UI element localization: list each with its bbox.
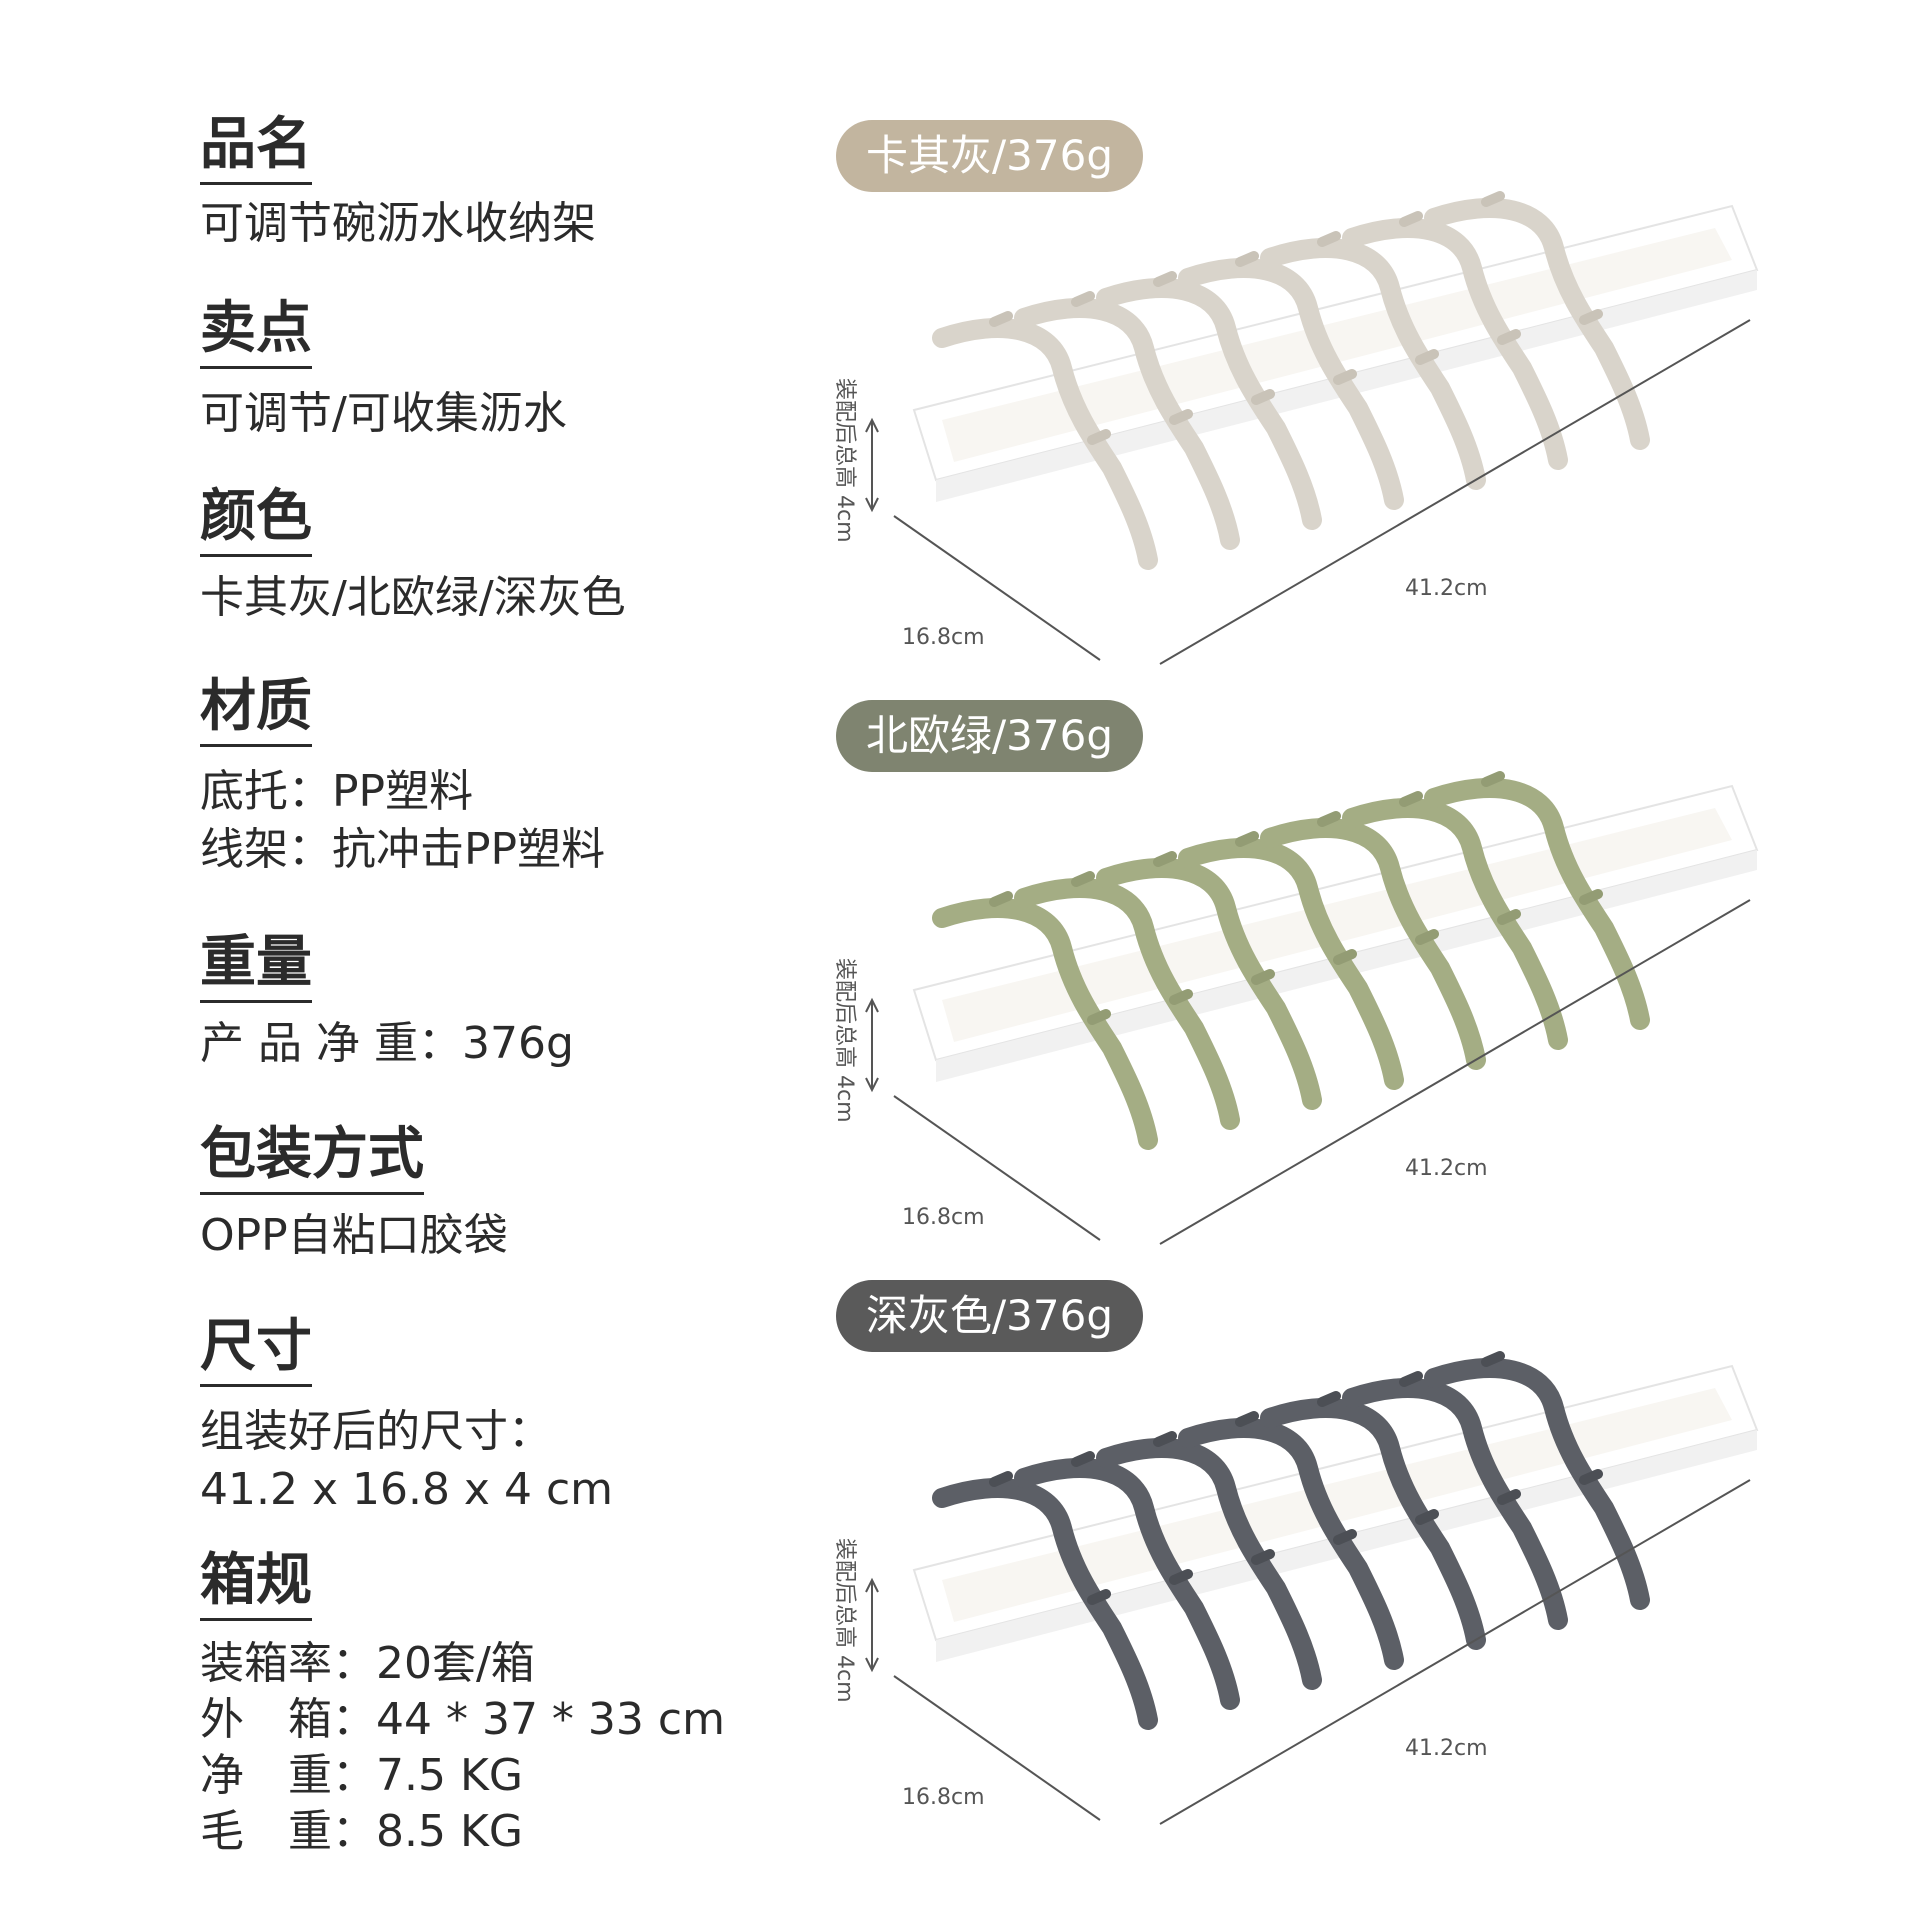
product-variant-khaki: 卡其灰/376g 装配后总高 4cm 16.8cm 41.2cm <box>820 120 1820 720</box>
spec-heading-packaging: 包装方式 <box>200 1122 424 1195</box>
rack-wire <box>932 1478 1158 1730</box>
rack-wire-hook <box>989 311 1111 445</box>
rack-wire <box>1178 258 1404 510</box>
length-label: 41.2cm <box>1405 1156 1488 1181</box>
rack-wire <box>1096 278 1322 530</box>
rack-wire <box>1096 1438 1322 1690</box>
product-variant-dark-gray: 深灰色/376g 装配后总高 4cm 16.8cm 41.2cm <box>820 1280 1820 1880</box>
rack-wire-hook <box>1071 871 1193 1005</box>
width-label: 16.8cm <box>902 625 985 650</box>
spec-heading-selling-points: 卖点 <box>200 296 312 369</box>
spec-heading-carton: 箱规 <box>200 1548 312 1621</box>
rack-wire <box>1260 1398 1486 1650</box>
rack-wire-hook <box>1071 1451 1193 1585</box>
rack-wire <box>1178 838 1404 1090</box>
tray-floor <box>942 1388 1732 1622</box>
rack-wire-hook <box>1399 791 1521 925</box>
tray-floor <box>942 228 1732 462</box>
dish-rack-illustration-khaki: 装配后总高 4cm 16.8cm 41.2cm <box>832 191 1759 665</box>
rack-wire-hook <box>1317 231 1439 365</box>
rack-wires <box>932 771 1650 1150</box>
tray-floor <box>942 808 1732 1042</box>
spec-value-material-rack: 线架：抗冲击PP塑料 <box>200 824 606 875</box>
spec-value-packaging: OPP自粘口胶袋 <box>200 1210 508 1261</box>
rack-wire <box>1014 1458 1240 1710</box>
spec-value-carton-qty: 装箱率：20套/箱 <box>200 1638 535 1689</box>
spec-value-size-label: 组装好后的尺寸： <box>200 1406 552 1457</box>
height-label: 装配后总高 4cm <box>832 958 857 1123</box>
rack-wire-hook <box>1153 851 1275 985</box>
spec-value-material-base: 底托：PP塑料 <box>200 766 474 817</box>
width-dimension: 16.8cm <box>893 1675 1101 1821</box>
rack-wires <box>932 191 1650 570</box>
rack-wires <box>932 1351 1650 1730</box>
spec-value-name: 可调节碗沥水收纳架 <box>200 198 596 249</box>
rack-wire-hook <box>1399 211 1521 345</box>
rack-wire-hook <box>1071 291 1193 425</box>
rack-wire <box>932 318 1158 570</box>
rack-wire <box>1178 1418 1404 1670</box>
rack-wire <box>1424 198 1650 450</box>
rack-wire <box>1342 798 1568 1050</box>
product-variant-green: 北欧绿/376g 装配后总高 4cm 16.8cm 41.2cm <box>820 700 1820 1300</box>
spec-value-size-dims: 41.2 x 16.8 x 4 cm <box>200 1464 613 1515</box>
dish-rack-illustration-green: 装配后总高 4cm 16.8cm 41.2cm <box>832 771 1759 1245</box>
rack-wire <box>1260 818 1486 1070</box>
rack-wire <box>1424 1358 1650 1610</box>
rack-wire <box>1342 1378 1568 1630</box>
width-label: 16.8cm <box>902 1785 985 1810</box>
length-dimension: 41.2cm <box>1159 1479 1751 1825</box>
rack-wire-hook <box>1481 1351 1603 1485</box>
rack-wire <box>1424 778 1650 1030</box>
height-dimension: 装配后总高 4cm <box>832 378 879 543</box>
variant-tag-khaki: 卡其灰/376g <box>836 120 1143 192</box>
spec-heading-size: 尺寸 <box>200 1314 312 1387</box>
rack-wire-hook <box>1235 251 1357 385</box>
spec-value-carton-box: 外 箱：44 * 37 * 33 cm <box>200 1694 725 1745</box>
width-label: 16.8cm <box>902 1205 985 1230</box>
rack-wire <box>932 898 1158 1150</box>
width-dimension: 16.8cm <box>893 515 1101 661</box>
rack-wire <box>1096 858 1322 1110</box>
length-label: 41.2cm <box>1405 1736 1488 1761</box>
spec-heading-name: 品名 <box>200 112 312 185</box>
rack-wire-hook <box>1235 831 1357 965</box>
rack-wire <box>1014 878 1240 1130</box>
rack-wire-hook <box>989 891 1111 1025</box>
rack-wire-hook <box>1153 1431 1275 1565</box>
height-label: 装配后总高 4cm <box>832 378 857 543</box>
rack-wire <box>1342 218 1568 470</box>
rack-wire-hook <box>1399 1371 1521 1505</box>
rack-wire-hook <box>1153 271 1275 405</box>
length-dimension: 41.2cm <box>1159 899 1751 1245</box>
width-dimension: 16.8cm <box>893 1095 1101 1241</box>
dish-rack-illustration-dark-gray: 装配后总高 4cm 16.8cm 41.2cm <box>832 1351 1759 1825</box>
rack-wire <box>1014 298 1240 550</box>
variant-tag-dark-gray: 深灰色/376g <box>836 1280 1143 1352</box>
rack-wire-hook <box>1481 771 1603 905</box>
variant-tag-green: 北欧绿/376g <box>836 700 1143 772</box>
spec-value-carton-net: 净 重：7.5 KG <box>200 1750 523 1801</box>
rack-wire-hook <box>1235 1411 1357 1545</box>
height-dimension: 装配后总高 4cm <box>832 958 879 1123</box>
rack-wire-hook <box>1317 811 1439 945</box>
height-label: 装配后总高 4cm <box>832 1538 857 1703</box>
spec-list: 品名 可调节碗沥水收纳架 卖点 可调节/可收集沥水 颜色 卡其灰/北欧绿/深灰色… <box>0 0 820 1920</box>
rack-wire-hook <box>1481 191 1603 325</box>
spec-value-carton-gross: 毛 重：8.5 KG <box>200 1806 523 1857</box>
spec-value-weight: 产 品 净 重：376g <box>200 1018 574 1069</box>
rack-wire <box>1260 238 1486 490</box>
height-dimension: 装配后总高 4cm <box>832 1538 879 1703</box>
spec-heading-material: 材质 <box>200 674 312 747</box>
length-label: 41.2cm <box>1405 576 1488 601</box>
spec-value-colors: 卡其灰/北欧绿/深灰色 <box>200 572 626 623</box>
spec-heading-weight: 重量 <box>200 930 312 1003</box>
spec-heading-colors: 颜色 <box>200 484 312 557</box>
spec-value-selling-points: 可调节/可收集沥水 <box>200 388 567 439</box>
length-dimension: 41.2cm <box>1159 319 1751 665</box>
rack-wire-hook <box>989 1471 1111 1605</box>
rack-wire-hook <box>1317 1391 1439 1525</box>
